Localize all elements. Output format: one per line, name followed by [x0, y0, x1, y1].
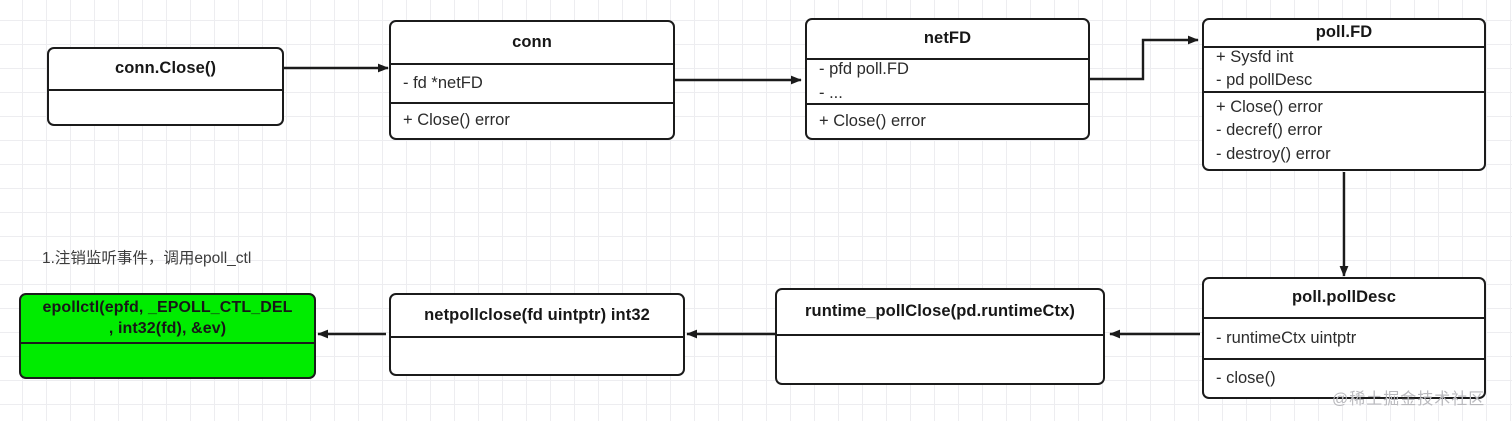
node-netpollclose-title: netpollclose(fd uintptr) int32	[424, 305, 650, 324]
node-runtime-pollclose-title: runtime_pollClose(pd.runtimeCtx)	[805, 302, 1075, 321]
node-epollctl-title-section: epollctl(epfd, _EPOLL_CTL_DEL , int32(fd…	[21, 295, 314, 342]
node-netfd-attribute: - pfd poll.FD	[819, 60, 909, 79]
node-poll-fd-method: + Close() error	[1216, 97, 1323, 116]
node-poll-polldesc-title: poll.pollDesc	[1292, 288, 1396, 307]
node-poll-polldesc-method: - close()	[1216, 368, 1276, 387]
node-conn-method: + Close() error	[403, 111, 510, 130]
node-poll-fd-title-section: poll.FD	[1204, 20, 1484, 46]
node-poll-fd-methods-section: + Close() error - decref() error - destr…	[1204, 90, 1484, 169]
node-netfd[interactable]: netFD - pfd poll.FD - ... + Close() erro…	[805, 18, 1090, 140]
node-poll-polldesc[interactable]: poll.pollDesc - runtimeCtx uintptr - clo…	[1202, 277, 1486, 399]
node-poll-polldesc-attributes-section: - runtimeCtx uintptr	[1204, 317, 1484, 358]
node-poll-polldesc-attribute: - runtimeCtx uintptr	[1216, 328, 1357, 347]
node-poll-fd-attribute: - pd pollDesc	[1216, 71, 1313, 90]
node-runtime-pollclose[interactable]: runtime_pollClose(pd.runtimeCtx)	[775, 288, 1105, 385]
node-poll-fd-attribute: + Sysfd int	[1216, 47, 1294, 66]
node-netfd-title: netFD	[923, 29, 972, 48]
node-epollctl-title-line2: , int32(fd), &ev)	[108, 319, 227, 337]
node-conn-title-section: conn	[391, 22, 673, 63]
annotation-step-1: 1.注销监听事件，调用epoll_ctl	[42, 250, 252, 267]
node-poll-fd-method: - decref() error	[1216, 121, 1323, 140]
node-netfd-title-section: netFD	[807, 20, 1088, 58]
node-poll-fd-title: poll.FD	[1315, 23, 1373, 42]
node-epollctl[interactable]: epollctl(epfd, _EPOLL_CTL_DEL , int32(fd…	[19, 293, 316, 379]
node-conn-close[interactable]: conn.Close()	[47, 47, 284, 126]
node-poll-polldesc-methods-section: - close()	[1204, 358, 1484, 397]
node-conn-attribute: - fd *netFD	[403, 73, 483, 92]
node-conn-methods-section: + Close() error	[391, 102, 673, 138]
node-poll-fd-method: - destroy() error	[1216, 144, 1331, 163]
node-poll-fd-attributes-section: + Sysfd int - pd pollDesc	[1204, 45, 1484, 91]
node-conn-close-title-section: conn.Close()	[49, 49, 282, 89]
watermark: @稀土掘金技术社区	[1332, 391, 1486, 408]
node-epollctl-title-line1: epollctl(epfd, _EPOLL_CTL_DEL	[42, 299, 293, 317]
node-conn[interactable]: conn - fd *netFD + Close() error	[389, 20, 675, 140]
node-netfd-methods-section: + Close() error	[807, 103, 1088, 138]
node-conn-title: conn	[512, 32, 552, 51]
node-conn-close-body-section	[49, 89, 282, 124]
node-netpollclose-body-section	[391, 336, 683, 374]
node-epollctl-body-section	[21, 342, 314, 377]
node-netfd-attribute: - ...	[819, 83, 843, 102]
node-poll-polldesc-title-section: poll.pollDesc	[1204, 279, 1484, 317]
node-conn-attributes-section: - fd *netFD	[391, 63, 673, 102]
node-conn-close-title: conn.Close()	[114, 59, 217, 78]
node-runtime-pollclose-title-section: runtime_pollClose(pd.runtimeCtx)	[777, 290, 1103, 334]
node-netfd-method: + Close() error	[819, 111, 926, 130]
node-poll-fd[interactable]: poll.FD + Sysfd int - pd pollDesc + Clos…	[1202, 18, 1486, 171]
node-runtime-pollclose-body-section	[777, 334, 1103, 383]
node-netpollclose[interactable]: netpollclose(fd uintptr) int32	[389, 293, 685, 376]
node-netfd-attributes-section: - pfd poll.FD - ...	[807, 58, 1088, 103]
node-netpollclose-title-section: netpollclose(fd uintptr) int32	[391, 295, 683, 336]
